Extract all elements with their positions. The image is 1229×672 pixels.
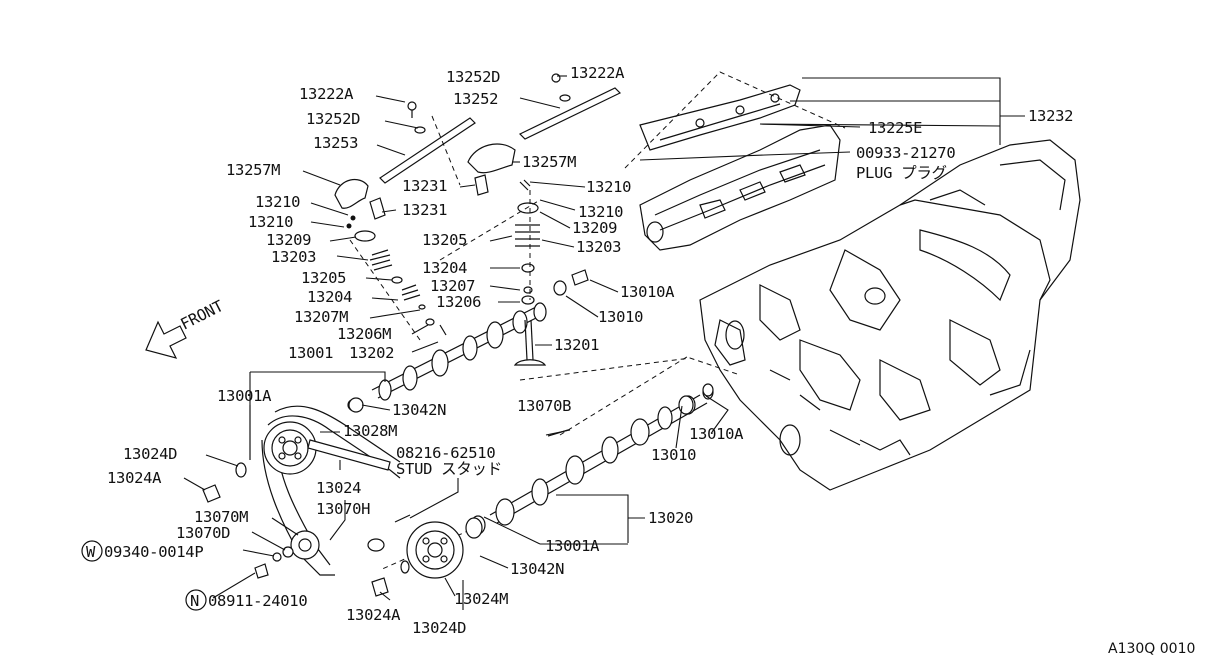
callout: 13252D	[446, 68, 500, 86]
callout: 13024	[316, 479, 361, 497]
callout: 13252D	[306, 110, 360, 128]
callout: 13010	[651, 446, 696, 464]
rocker-arm-right	[467, 143, 516, 174]
circled-letter-w: W	[81, 540, 103, 562]
callout: 13207M	[294, 308, 348, 326]
rocker-arm-left	[334, 178, 369, 209]
callout-labels: 13222A 13252D 13253 13257M 13210 13210 1…	[104, 64, 1073, 637]
belt-cover-strip	[307, 439, 391, 471]
callout: 13203	[271, 248, 316, 266]
callout: 13257M	[522, 153, 576, 171]
callout: 13222A	[299, 85, 354, 103]
callout: 13205	[422, 231, 467, 249]
small-hardware	[202, 383, 714, 597]
cam-pulley-upper	[263, 421, 317, 475]
svg-text:W: W	[86, 543, 96, 561]
callout: 13205	[301, 269, 346, 287]
callout: 13024M	[454, 590, 508, 608]
camshaft-lower	[470, 384, 714, 535]
callout: 13257M	[226, 161, 280, 179]
callout: 13206	[436, 293, 481, 311]
rocker-shaft-left	[379, 101, 476, 184]
callout: 13010A	[689, 425, 744, 443]
callout: 13070B	[517, 397, 571, 415]
callout: 13225E	[868, 119, 922, 137]
callout: 13204	[422, 259, 467, 277]
callout: 13042N	[510, 560, 564, 578]
callout: 13202	[349, 344, 394, 362]
callout: 00933-21270	[856, 144, 955, 162]
callout: 13231	[402, 177, 447, 195]
callout: 13001	[288, 344, 333, 362]
callout: 13222A	[570, 64, 625, 82]
callout: 13210	[248, 213, 293, 231]
callout: 13232	[1028, 107, 1073, 125]
callout: 13203	[576, 238, 621, 256]
svg-text:N: N	[190, 592, 199, 610]
callout: 13024A	[346, 606, 401, 624]
callout: 13207	[430, 277, 475, 295]
callout: 13253	[313, 134, 358, 152]
circled-letter-n: N	[185, 589, 207, 611]
idler-pulley	[290, 530, 320, 560]
callout: 13209	[572, 219, 617, 237]
callout: 13070D	[176, 524, 230, 542]
diagram-code: A130Q 0010	[1108, 641, 1195, 657]
callout: 13001A	[545, 537, 600, 555]
callout: 13206M	[337, 325, 391, 343]
front-arrow: FRONT	[145, 297, 226, 359]
callout: 13252	[453, 90, 498, 108]
callout: 08216-62510	[396, 444, 495, 462]
callout: 13020	[648, 509, 693, 527]
callout: 13204	[307, 288, 352, 306]
callout: 13210	[586, 178, 631, 196]
callout: 13210	[578, 203, 623, 221]
valve-stack-right	[515, 179, 589, 305]
rocker-shaft-right	[518, 73, 622, 140]
callout: 13010A	[620, 283, 675, 301]
callout: 13231	[402, 201, 447, 219]
callout: 13070M	[194, 508, 248, 526]
lash-adjusters	[369, 174, 489, 220]
valve	[513, 319, 547, 366]
callout: 13042N	[392, 401, 446, 419]
callout: 13201	[554, 336, 599, 354]
leader-lines	[183, 75, 1025, 610]
valve-stack-left	[346, 215, 447, 336]
front-label: FRONT	[178, 297, 226, 334]
callout: 13010	[598, 308, 643, 326]
cylinder-block	[699, 139, 1081, 491]
callout: 13028M	[343, 422, 397, 440]
callout: 13209	[266, 231, 311, 249]
callout: 13210	[255, 193, 300, 211]
cam-pulley-lower	[406, 521, 464, 579]
callout: 13024D	[412, 619, 466, 637]
callout: 13001A	[217, 387, 272, 405]
callout: 08911-24010	[208, 592, 307, 610]
callout: 13070H	[316, 500, 370, 518]
callout: 13024A	[107, 469, 162, 487]
callout: STUD スタッド	[396, 460, 502, 478]
callout: 09340-0014P	[104, 543, 203, 561]
cylinder-head	[639, 84, 841, 251]
callout: 13024D	[123, 445, 177, 463]
callout: PLUG プラグ	[856, 164, 947, 182]
